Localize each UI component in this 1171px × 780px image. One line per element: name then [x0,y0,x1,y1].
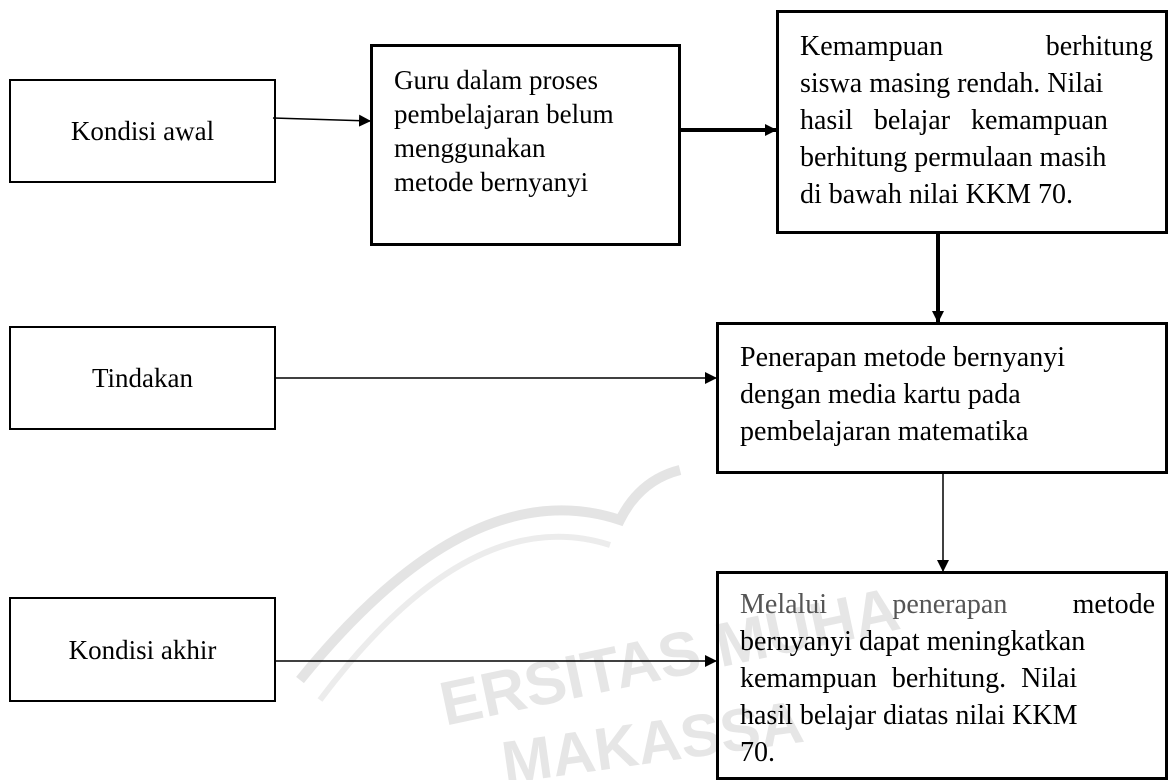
guru-line-1: Guru dalam proses [394,65,598,95]
melalui-word-3: metode [1072,589,1155,620]
kemampuan-line-2: siswa masing rendah. Nilai [800,68,1104,99]
label-tindakan: Tindakan [91,363,193,393]
kemampuan-word-1: Kemampuan [800,31,944,62]
kemampuan-word-2: berhitung [1045,31,1153,62]
kemampuan-line-5: di bawah nilai KKM 70. [800,179,1073,210]
kemampuan-line-4: berhitung permulaan masih [800,142,1107,173]
kemampuan-line-3: hasil belajar kemampuan [800,105,1108,136]
melalui-word-1: Melalui [740,589,828,620]
box-guru-belum-bernyanyi: Guru dalam proses pembelajaran belum men… [370,44,681,246]
melalui-word-2: penerapan [892,589,1008,620]
penerapan-line-1: Penerapan metode bernyanyi [740,342,1065,373]
arrow-kondisi-awal-to-guru [272,114,371,127]
melalui-line-4: hasil belajar diatas nilai KKM [740,700,1078,731]
guru-line-4: metode bernyanyi [394,167,589,197]
box-kemampuan-rendah: Kemampuan berhitung siswa masing rendah.… [776,10,1168,234]
melalui-line-3: kemampuan berhitung. Nilai [740,663,1078,694]
penerapan-line-3: pembelajaran matematika [740,416,1029,447]
box-kondisi-awal: Kondisi awal [9,79,276,183]
label-kondisi-akhir: Kondisi akhir [68,634,217,665]
guru-line-3: menggunakan [394,133,546,163]
penerapan-line-2: dengan media kartu pada [740,379,1021,410]
melalui-line-1: Melalui penerapan metode [740,586,1155,623]
kemampuan-line-1: Kemampuan berhitung [800,28,1153,65]
box-penerapan-metode: Penerapan metode bernyanyi dengan media … [716,322,1168,474]
label-kondisi-awal: Kondisi awal [70,116,215,146]
box-melalui-penerapan: Melalui penerapan metode bernyanyi dapat… [716,571,1168,780]
guru-line-2: pembelajaran belum [394,99,614,129]
box-kondisi-akhir: Kondisi akhir [9,597,276,702]
melalui-line-2: bernyanyi dapat meningkatkan [740,626,1086,657]
melalui-line-5: 70. [740,737,775,768]
box-tindakan: Tindakan [9,326,276,430]
